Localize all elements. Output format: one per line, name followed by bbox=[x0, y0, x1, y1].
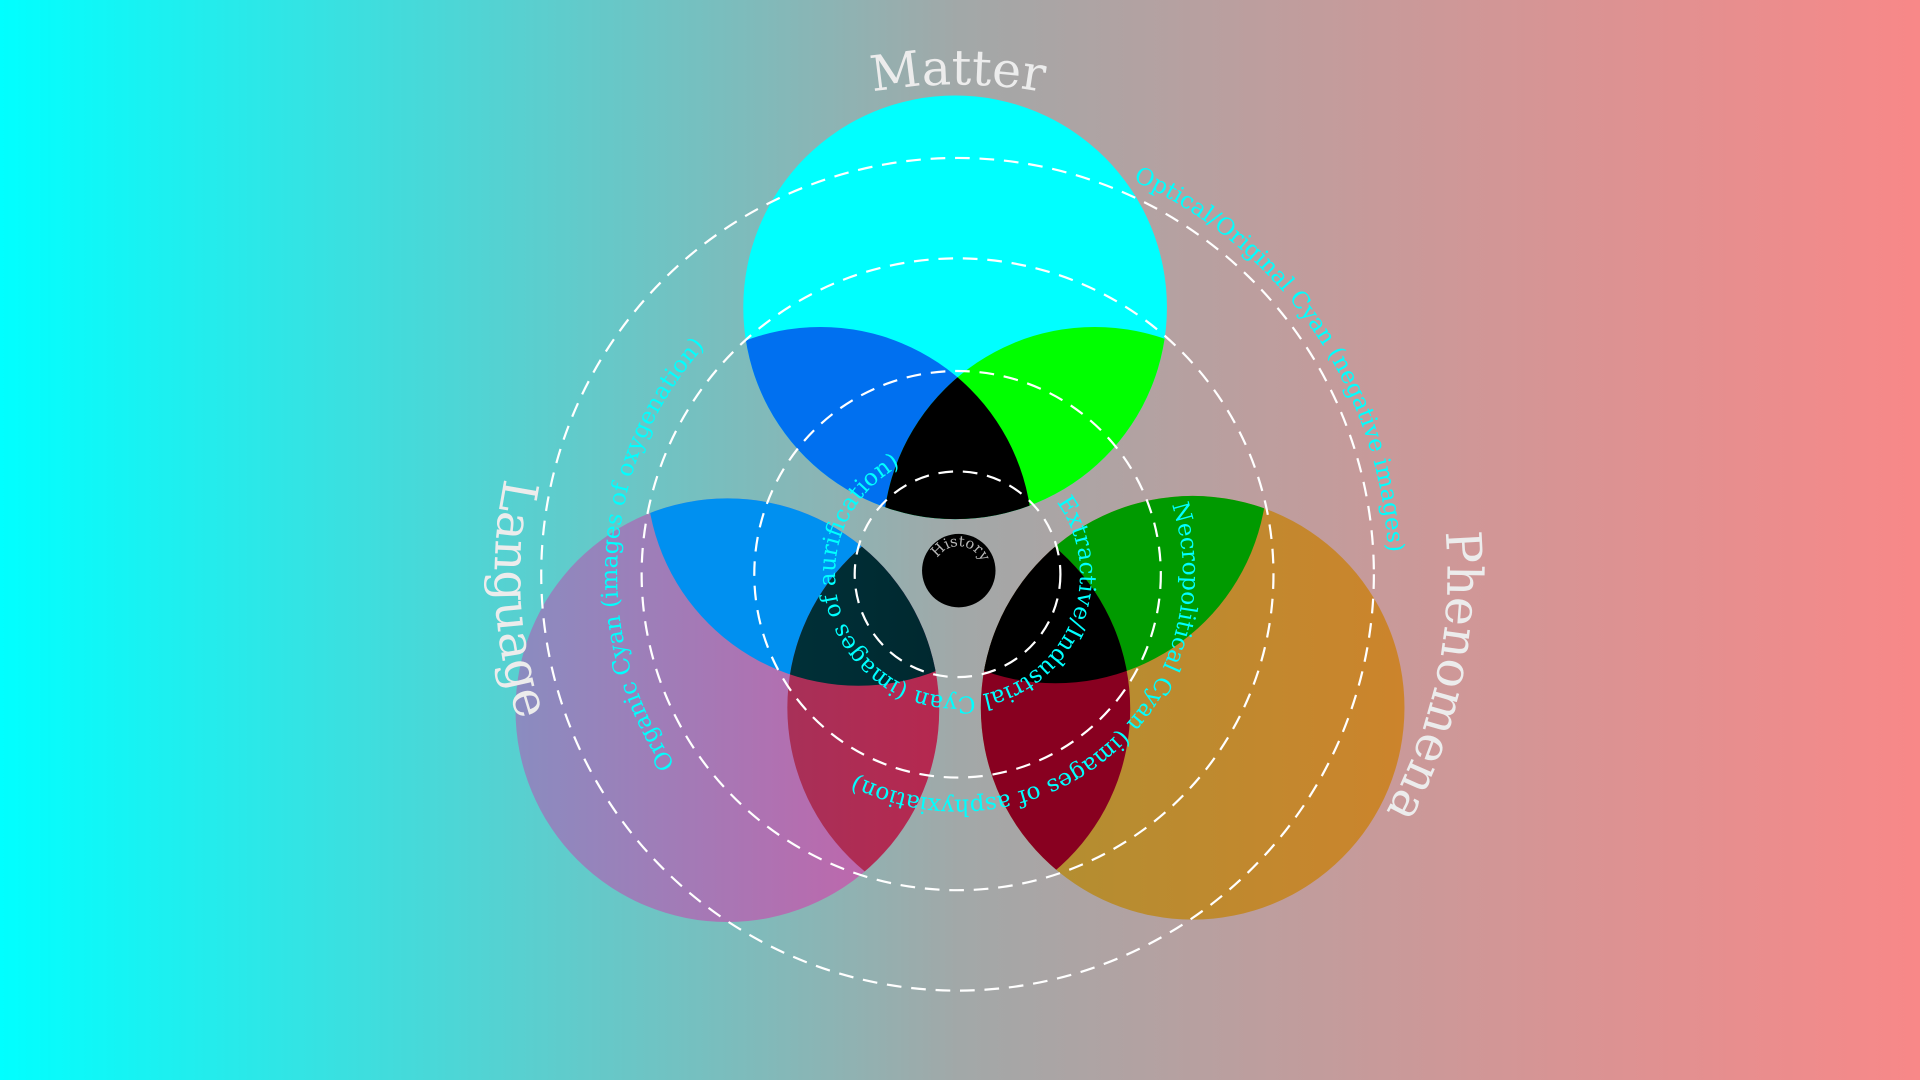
language-circle bbox=[515, 498, 940, 923]
matter-circle bbox=[743, 95, 1167, 520]
label-matter: Matter bbox=[867, 39, 1050, 103]
history-core bbox=[922, 533, 996, 608]
dashed-rings bbox=[540, 156, 1375, 992]
